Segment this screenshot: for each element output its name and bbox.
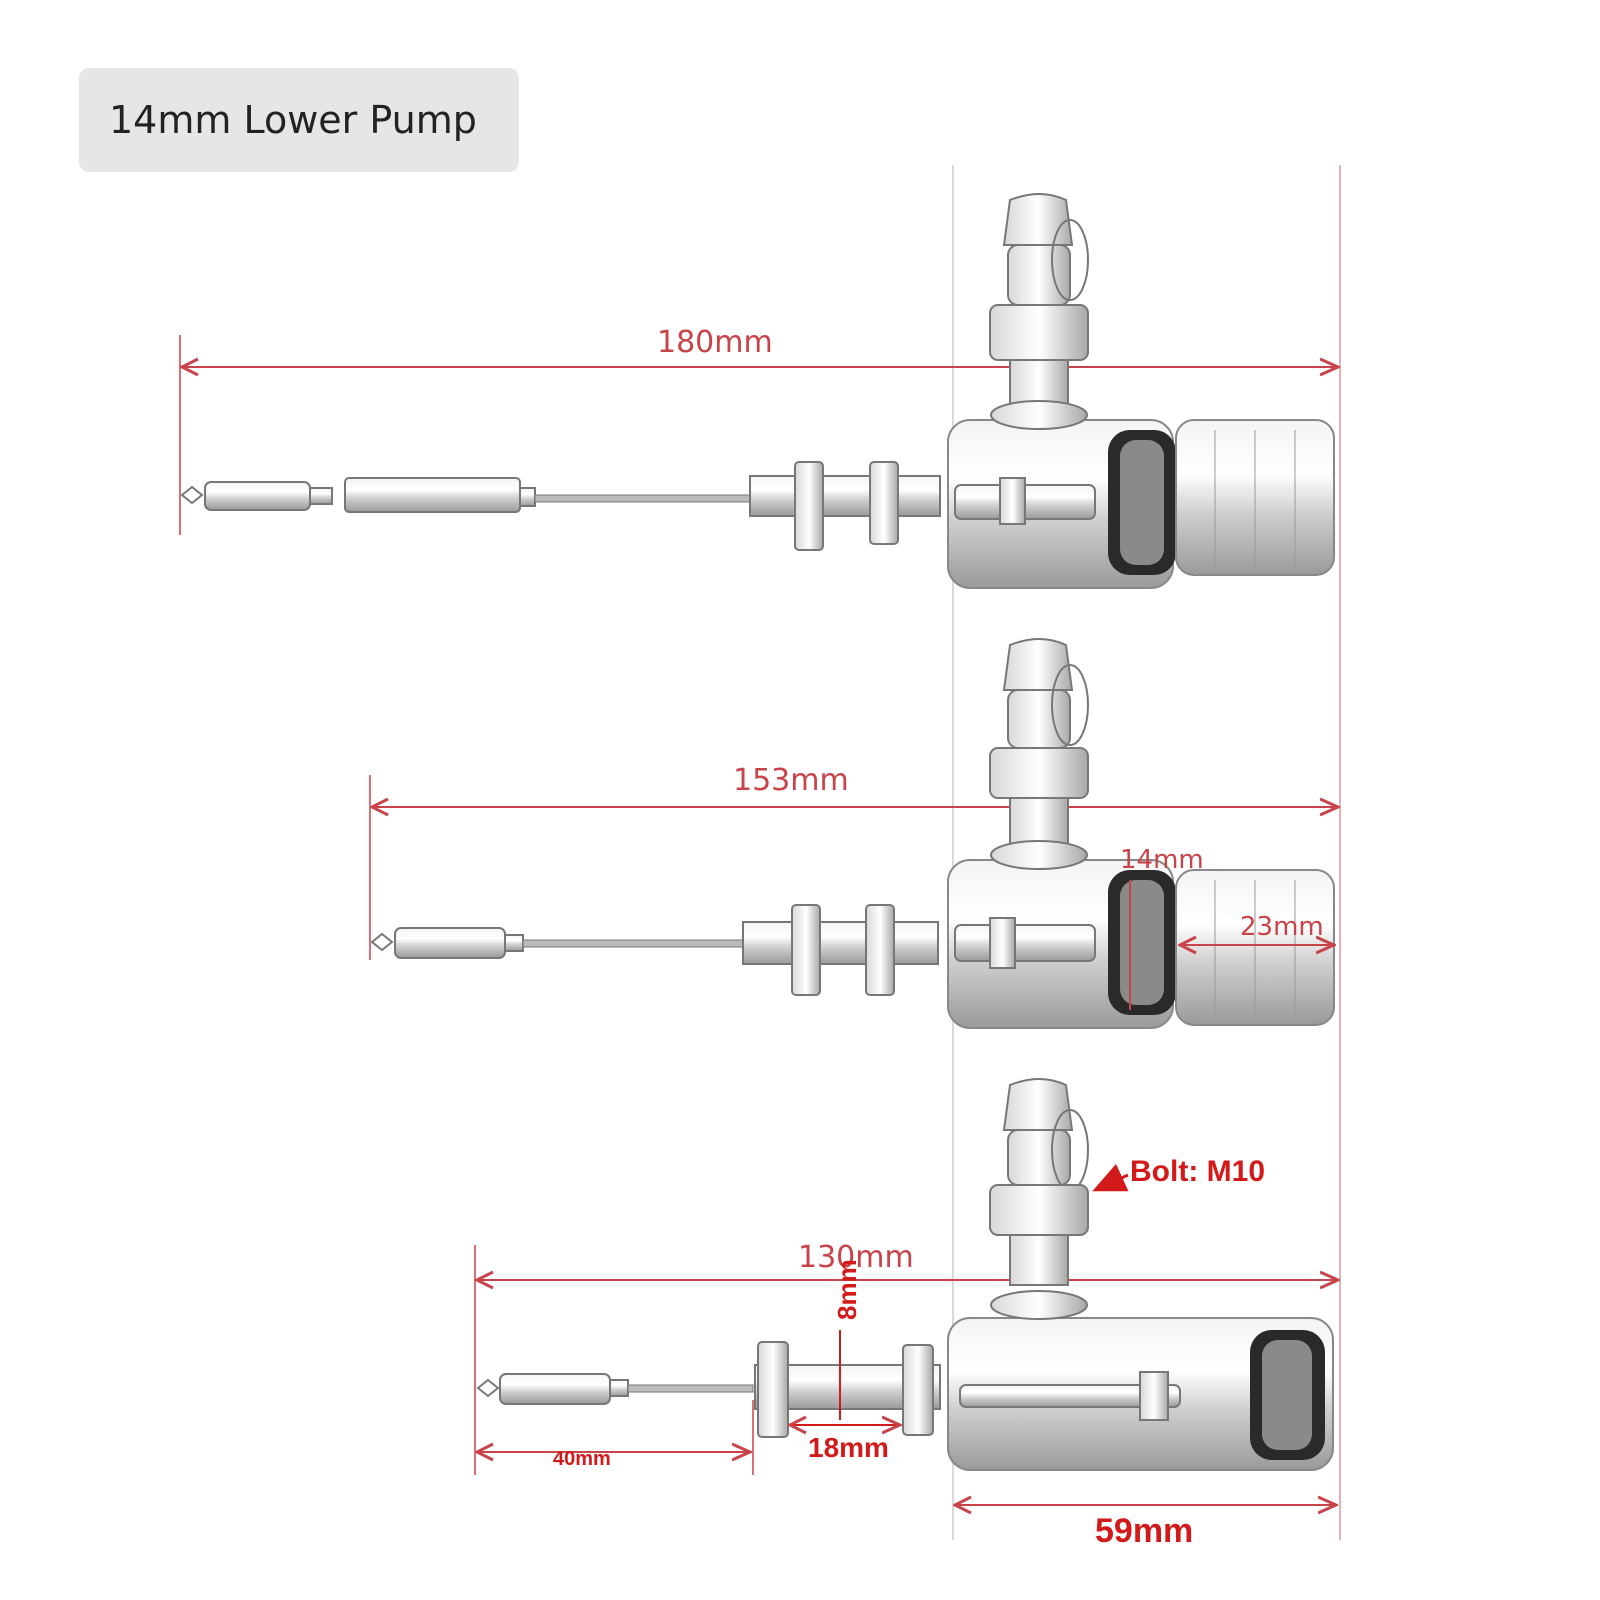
pump-body [947,419,1335,589]
push-rod [477,1330,941,1452]
push-rod [180,461,941,551]
banjo-bolt [989,638,1089,870]
banjo-bolt [989,193,1089,430]
dim-label-14: 14mm [1120,845,1204,875]
pump-body [947,859,1334,1029]
dim-label-8: 8mm [832,1259,862,1320]
dim-label-153: 153mm [733,763,849,798]
dim-label-18: 18mm [808,1432,889,1463]
dim-label-59: 59mm [1095,1512,1194,1550]
dim-label-23: 23mm [1240,912,1324,942]
pump-3 [474,1078,1338,1505]
dim-label-180: 180mm [657,325,773,360]
title-box: 14mm Lower Pump [79,68,519,172]
banjo-bolt [989,1078,1129,1320]
bolt-label: Bolt: M10 [1130,1155,1265,1188]
pump-2 [369,638,1338,1029]
page-title: 14mm Lower Pump [109,98,477,142]
pump-body [947,1317,1336,1505]
push-rod [370,904,939,996]
dim-label-40: 40mm [553,1448,611,1470]
dim-label-130: 130mm [798,1240,914,1275]
bolt-pointer-arrow [1092,1163,1129,1192]
pump-1 [179,193,1338,589]
